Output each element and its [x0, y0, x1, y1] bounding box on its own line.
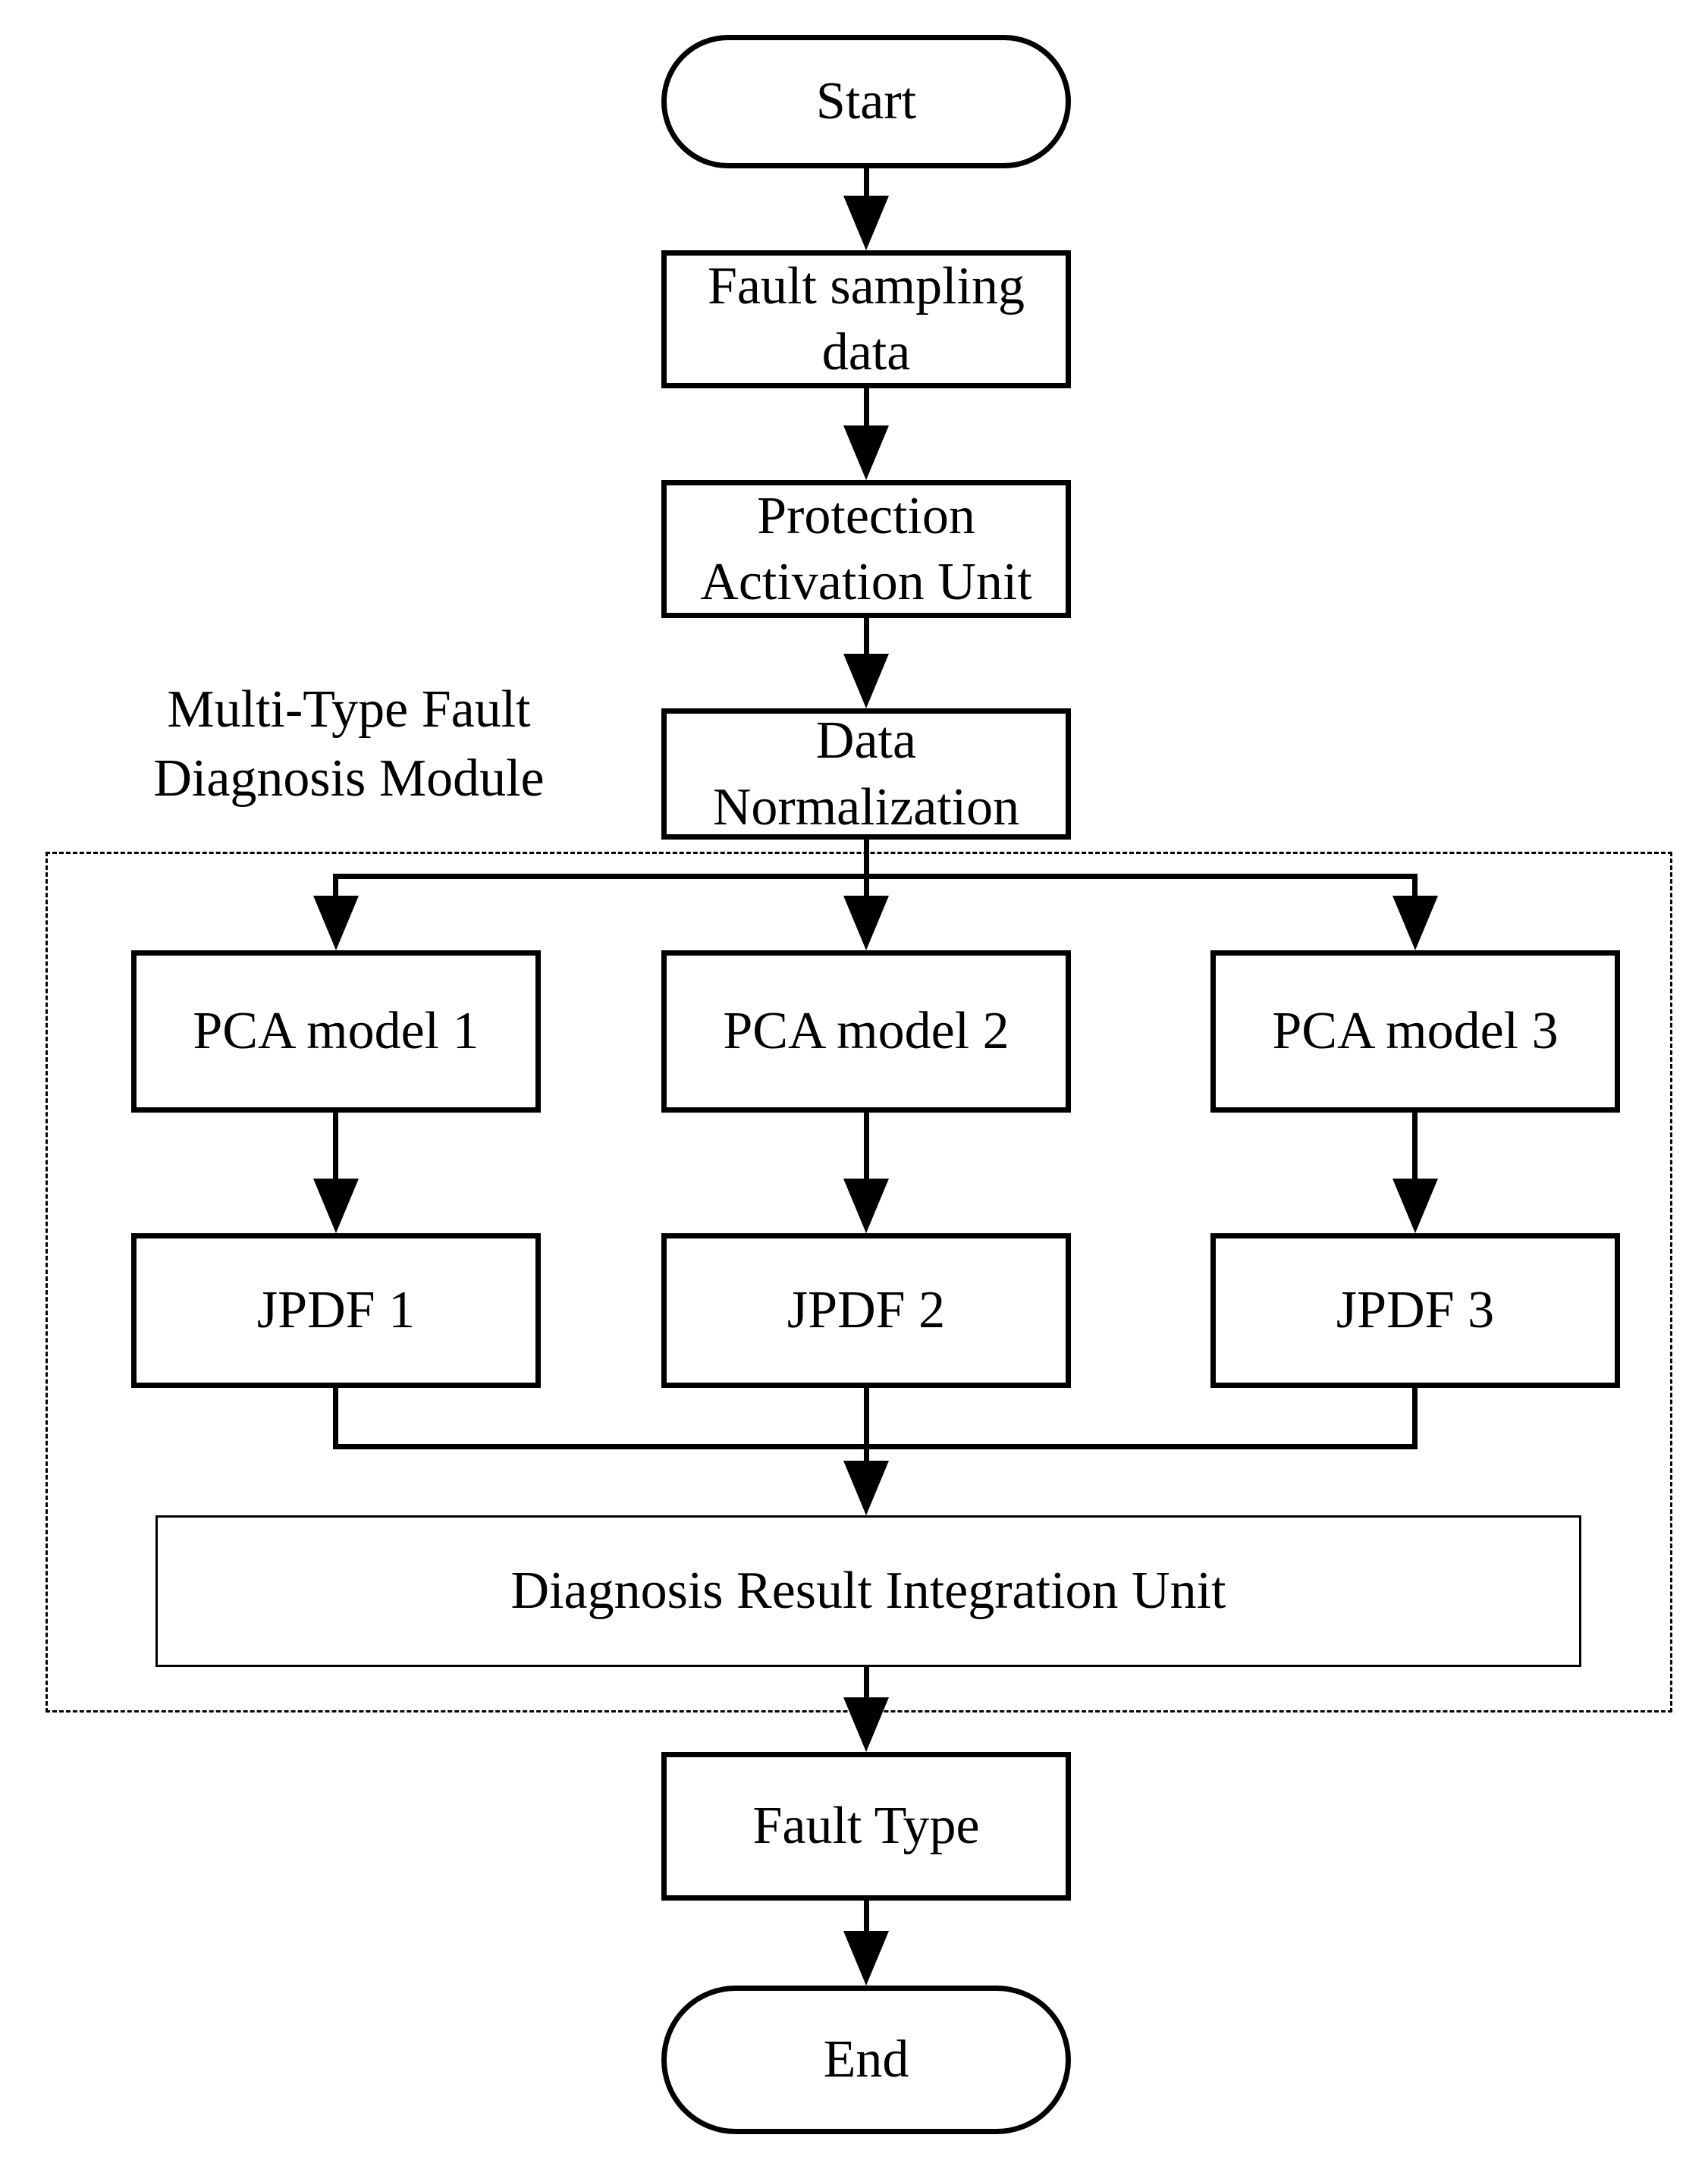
arrowhead-down-icon	[1392, 896, 1438, 950]
node-fault-sampling-data: Fault sampling data	[661, 250, 1071, 388]
arrowhead-down-icon	[843, 896, 889, 950]
node-fault-type: Fault Type	[661, 1752, 1071, 1901]
node-pca-model-2: PCA model 2	[661, 950, 1071, 1113]
connector-line	[864, 1667, 869, 1700]
node-pca-model-1: PCA model 1	[131, 950, 541, 1113]
arrowhead-down-icon	[313, 896, 359, 950]
node-jpdf-1: JPDF 1	[131, 1233, 541, 1388]
connector-line	[864, 1901, 869, 1934]
node-pca-model-3: PCA model 3	[1210, 950, 1620, 1113]
connector-line	[864, 1388, 869, 1464]
arrowhead-down-icon	[843, 1461, 889, 1515]
node-start: Start	[661, 35, 1071, 168]
arrowhead-down-icon	[1392, 1179, 1438, 1233]
connector-line	[864, 1113, 869, 1181]
connector-line	[333, 874, 338, 899]
connector-line	[864, 388, 869, 427]
connector-line	[1412, 1388, 1418, 1449]
arrowhead-down-icon	[843, 425, 889, 480]
node-protection-activation-unit: Protection Activation Unit	[661, 480, 1071, 618]
connector-line	[333, 1113, 338, 1181]
connector-line	[1412, 874, 1418, 899]
connector-line	[333, 1388, 338, 1449]
arrowhead-down-icon	[843, 1697, 889, 1752]
arrowhead-down-icon	[843, 654, 889, 708]
node-data-normalization: Data Normalization	[661, 708, 1071, 840]
node-jpdf-3: JPDF 3	[1210, 1233, 1620, 1388]
node-jpdf-2: JPDF 2	[661, 1233, 1071, 1388]
connector-line	[864, 618, 869, 655]
connector-line	[1412, 1113, 1418, 1181]
arrowhead-down-icon	[843, 1179, 889, 1233]
arrowhead-down-icon	[313, 1179, 359, 1233]
module-label: Multi-Type Fault Diagnosis Module	[153, 680, 545, 808]
connector-line	[333, 1444, 1418, 1449]
connector-line	[864, 168, 869, 199]
arrowhead-down-icon	[843, 196, 889, 250]
node-end: End	[661, 1986, 1071, 2134]
connector-line	[333, 874, 1418, 879]
connector-line	[864, 840, 869, 899]
node-diagnosis-result-integration-unit: Diagnosis Result Integration Unit	[155, 1515, 1581, 1667]
arrowhead-down-icon	[843, 1931, 889, 1986]
